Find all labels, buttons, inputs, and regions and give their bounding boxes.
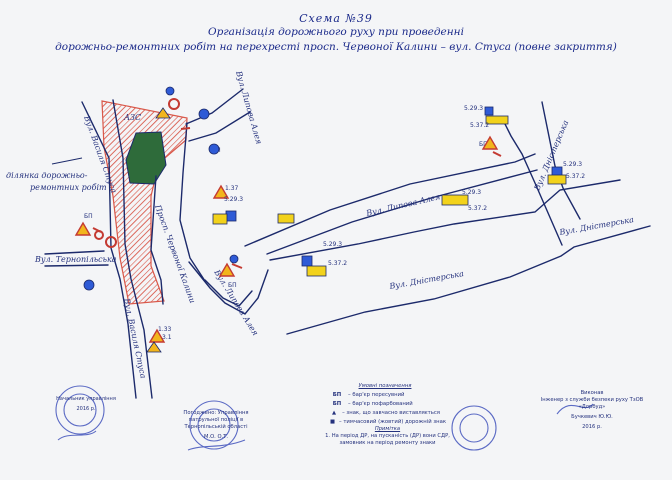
right-signature-block: Виконав Інженер з служби безпеки руху Тз… [532, 390, 652, 431]
stusa-east-edge [112, 99, 153, 399]
sign-code-12: 3.1 [162, 334, 172, 341]
right-signature-title: Виконав [580, 390, 604, 396]
sign-code-7: 5.37.2 [566, 173, 585, 180]
legend-mark: ■ [330, 419, 336, 425]
bp-label-left: БП [84, 213, 93, 220]
right-avenue-west [501, 117, 563, 246]
street-dnisterska-center: Вул. Дністерська [388, 269, 465, 291]
legend-text: – тимчасовий (жовтий) дорожній знак [339, 419, 447, 425]
legend-text: – бар'єр пересувний [348, 392, 405, 398]
right-signature-name: Бучкевич Ю.Ю. [571, 414, 613, 420]
sign-code-1: 5.29.3 [224, 196, 243, 203]
ternopilska-south [44, 264, 109, 267]
legend-mark: ▲ [332, 410, 337, 416]
note-title: Примітка [374, 426, 401, 432]
work-zone-hatch [101, 100, 188, 305]
right-signature-year: 2016 р. [582, 424, 602, 430]
map-legend: Умовні позначення БП – бар'єр пересувний… [330, 382, 446, 427]
note-text: 1. На період ДР, на пусканість (ДР) вони… [325, 433, 450, 446]
mid-signature-title: Начальник управління [56, 396, 116, 402]
approval-stamp-center [187, 400, 246, 451]
bp-label-right: БП [479, 141, 488, 148]
dnisterska-south [286, 225, 651, 335]
cross-street-south [266, 169, 538, 255]
work-zone-label-1: ділянка дорожньо- [6, 171, 88, 180]
ternopilska-north [44, 250, 105, 255]
street-lypova-mid: Вул. Липова Алея [364, 192, 441, 218]
scheme-title-line1: Організація дорожнього руху при проведен… [208, 26, 464, 38]
street-lypova-lower: Вул. Липова Алея [212, 267, 260, 337]
left-signature-title: Погоджено: Управління патрульної поліції… [183, 410, 249, 430]
legend-text: – знак, що завчасно виставляється [342, 410, 440, 416]
legend-title: Умовні позначення [358, 383, 412, 389]
mid-signature-year: 2016 р. [76, 406, 96, 412]
sign-code-4: 5.29.3 [462, 189, 481, 196]
legend-item: ▲ – знак, що завчасно виставляється [330, 409, 440, 418]
right-signature-role: Інженер з служби безпеки руху ТзОВ «Дорб… [540, 397, 644, 410]
dnisterska-north [269, 179, 621, 261]
sign-code-6: 5.29.3 [563, 161, 582, 168]
left-signature-block: Погоджено: Управління патрульної поліції… [170, 410, 262, 441]
street-stusa-bottom: Вул. Василя Стуса [122, 297, 148, 380]
work-zone-label-2: ремонтних робіт [30, 183, 107, 192]
street-lypova-upper: Вул. Липова Алея [234, 69, 264, 145]
mid-signature-block: Начальник управління 2016 р. [56, 396, 116, 413]
work-symbols [146, 107, 171, 353]
scheme-number: Схема №39 [299, 12, 373, 25]
lypova-upper-south [188, 111, 251, 142]
legend-mark: БП [332, 401, 342, 407]
sign-code-9: 5.37.2 [470, 122, 489, 129]
legend-item: ■ – тимчасовий (жовтий) дорожній знак [330, 418, 446, 427]
kalyny-east-edge [179, 122, 206, 282]
sign-code-8: 5.29.3 [464, 105, 483, 112]
bp-label-center: БП [228, 282, 237, 289]
cross-street-north [244, 153, 536, 247]
legend-item: БП – бар'єр пофарбований [330, 400, 440, 409]
scheme-title-line2: дорожньо-ремонтних робіт на перехресті п… [55, 41, 617, 53]
map-note: Примітка 1. На період ДР, на пусканість … [315, 426, 460, 447]
prohibition-signs [94, 98, 180, 248]
aes-label: АЗС [123, 113, 141, 122]
approval-stamp-left [55, 385, 105, 441]
sign-code-3: 5.37.2 [328, 260, 347, 267]
warning-signs [74, 135, 499, 343]
aes-green-island [125, 131, 167, 185]
legend-item: БП – бар'єр пересувний [330, 391, 440, 400]
left-signature-name: М.О. О.Т. [203, 434, 229, 440]
approval-stamp-right [451, 403, 594, 451]
lypova-lower-east [204, 279, 253, 307]
legend-text: – бар'єр пофарбований [348, 401, 413, 407]
street-ternopilska: Вул. Тернопільська [34, 255, 117, 264]
legend-mark: БП [332, 392, 342, 398]
kalyny-west-edge [150, 175, 164, 305]
temporary-yellow-signs [212, 115, 567, 277]
sign-code-11: 1.33 [158, 326, 172, 333]
sign-code-5: 5.37.2 [468, 205, 487, 212]
sign-code-2: 5.29.3 [323, 241, 342, 248]
stusa-west-edge [81, 101, 137, 399]
sign-code-10: 1.37 [225, 185, 239, 192]
lypova-lower-west [188, 261, 269, 315]
work-zone-pointer [51, 157, 83, 165]
lypova-upper-north [185, 88, 244, 125]
